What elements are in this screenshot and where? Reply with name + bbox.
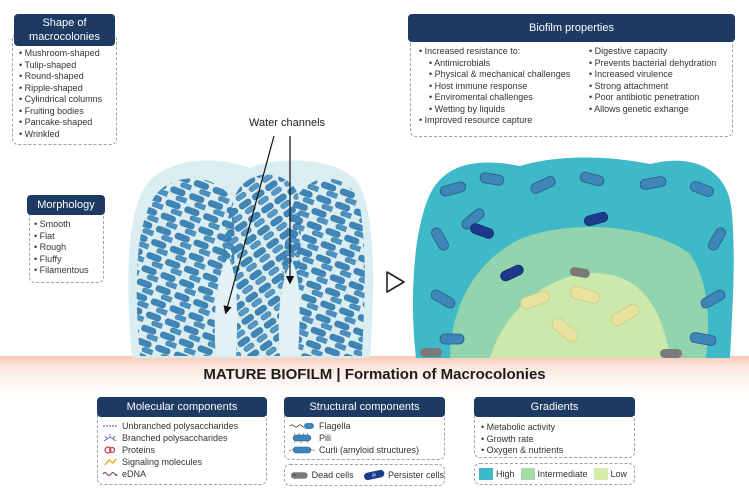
properties-left-column: Increased resistance to: Antimicrobials …	[419, 46, 571, 127]
legend-signaling: Signaling molecules	[102, 456, 266, 468]
macrocolony-illustration	[128, 160, 374, 358]
gradients-panel-title: Gradients	[474, 397, 635, 417]
persister-cells	[470, 211, 609, 282]
morphology-panel-title: Morphology	[27, 195, 105, 215]
branched-polysaccharide-icon	[103, 434, 117, 442]
list-item: Physical & mechanical challenges	[429, 69, 571, 81]
morphology-list: Smooth Flat Rough Fluffy Filamentous	[30, 209, 103, 277]
list-item: Wetting by liquids	[429, 104, 570, 116]
cells-legend: Dead cells P Persister cells	[284, 464, 445, 486]
title-separator: |	[332, 366, 345, 383]
list-item: Antimicrobials	[429, 58, 570, 70]
list-item: Flat	[34, 231, 103, 243]
list-item: Prevents bacterial dehydration	[589, 58, 717, 70]
gradients-list: Metabolic activity Growth rate Oxygen & …	[475, 406, 634, 457]
list-item: Strong attachment	[589, 81, 716, 93]
shape-list: Mushroom-shaped Tulip-shaped Round-shape…	[13, 34, 116, 140]
gradient-levels-legend: High Intermediate Low	[474, 463, 635, 485]
pili-icon	[292, 433, 312, 443]
legend-curli: Curli (amyloid structures)	[289, 444, 444, 456]
legend-branched: Branched polysaccharides	[102, 432, 266, 444]
signaling-molecule-icon	[104, 458, 117, 466]
protein-icon	[104, 446, 116, 454]
list-item: Smooth	[34, 219, 103, 231]
list-item: Cylindrical columns	[19, 94, 116, 106]
list-item: Poor antibiotic penetration	[589, 92, 716, 104]
legend-edna: eDNA	[102, 468, 266, 480]
dead-cells	[420, 267, 682, 358]
molecular-panel-title: Molecular components	[97, 397, 267, 417]
list-item: Mushroom-shaped	[19, 48, 116, 60]
list-item: Fluffy	[34, 254, 103, 266]
curli-icon	[289, 446, 315, 454]
list-item: Growth rate	[481, 434, 634, 446]
persister-mark: P	[372, 473, 376, 479]
edna-icon	[102, 472, 118, 476]
colony-column-right	[280, 178, 365, 356]
legend-pili: Pili	[289, 432, 444, 444]
inner-cells	[520, 286, 640, 343]
low-swatch	[593, 468, 608, 480]
list-item: Fruiting bodies	[19, 106, 116, 118]
list-item: Rough	[34, 242, 103, 254]
shape-panel: Mushroom-shaped Tulip-shaped Round-shape…	[12, 33, 117, 145]
list-item: Improved resource capture	[419, 115, 570, 127]
properties-panel: Increased resistance to: Antimicrobials …	[410, 33, 733, 137]
list-item: Tulip-shaped	[19, 60, 116, 72]
list-item: Filamentous	[34, 265, 103, 277]
list-item: Oxygen & nutrients	[481, 445, 634, 457]
list-item: Enviromental challenges	[429, 92, 570, 104]
biofilm-cells	[430, 171, 726, 346]
unbranched-polysaccharide-icon	[103, 425, 117, 427]
morphology-panel: Smooth Flat Rough Fluffy Filamentous	[29, 208, 104, 283]
list-item: Increased virulence	[589, 69, 716, 81]
resistance-heading: Increased resistance to:	[419, 46, 570, 58]
list-item: Round-shaped	[19, 71, 116, 83]
properties-right-column: Digestive capacity Prevents bacterial de…	[589, 46, 716, 115]
list-item: Wrinkled	[19, 129, 116, 141]
colony-column-left	[136, 178, 235, 356]
page-title: MATURE BIOFILM | Formation of Macrocolon…	[0, 366, 749, 383]
list-item: Allows genetic exhange	[589, 104, 716, 116]
title-rest: Formation of Macrocolonies	[344, 366, 546, 383]
high-swatch	[479, 468, 493, 480]
shape-panel-title: Shape of macrocolonies	[14, 14, 115, 46]
list-item: Pancake-shaped	[19, 117, 116, 129]
structural-panel-title: Structural components	[284, 397, 445, 417]
transition-arrow-icon	[386, 271, 405, 293]
legend-unbranched: Unbranched polysaccharides	[102, 420, 266, 432]
list-item: Host immune response	[429, 81, 570, 93]
water-channels-label: Water channels	[249, 117, 326, 129]
water-channel-arrows	[223, 135, 295, 315]
water-channel-right	[278, 262, 300, 356]
properties-panel-title: Biofilm properties	[408, 14, 735, 42]
list-item: Ripple-shaped	[19, 83, 116, 95]
low-label: Low	[610, 469, 628, 479]
intermediate-label: Intermediate	[537, 469, 588, 479]
high-label: High	[496, 469, 515, 479]
molecular-panel: Unbranched polysaccharides Branched poly…	[97, 405, 267, 485]
list-item: Digestive capacity	[589, 46, 716, 58]
arrow-to-left-channel	[223, 135, 275, 315]
list-item: Metabolic activity	[481, 422, 634, 434]
legend-flagella: Flagella	[289, 420, 444, 432]
flagella-icon	[289, 423, 314, 429]
intermediate-swatch	[520, 468, 535, 480]
mature-biofilm-illustration	[412, 157, 734, 358]
dead-cell-icon	[290, 472, 308, 479]
persister-cells-label: Persister cells	[387, 470, 444, 480]
persister-cell-icon: P	[363, 469, 384, 481]
title-bold: MATURE BIOFILM	[203, 366, 333, 383]
legend-proteins: Proteins	[102, 444, 266, 456]
dead-cells-label: Dead cells	[311, 470, 354, 480]
